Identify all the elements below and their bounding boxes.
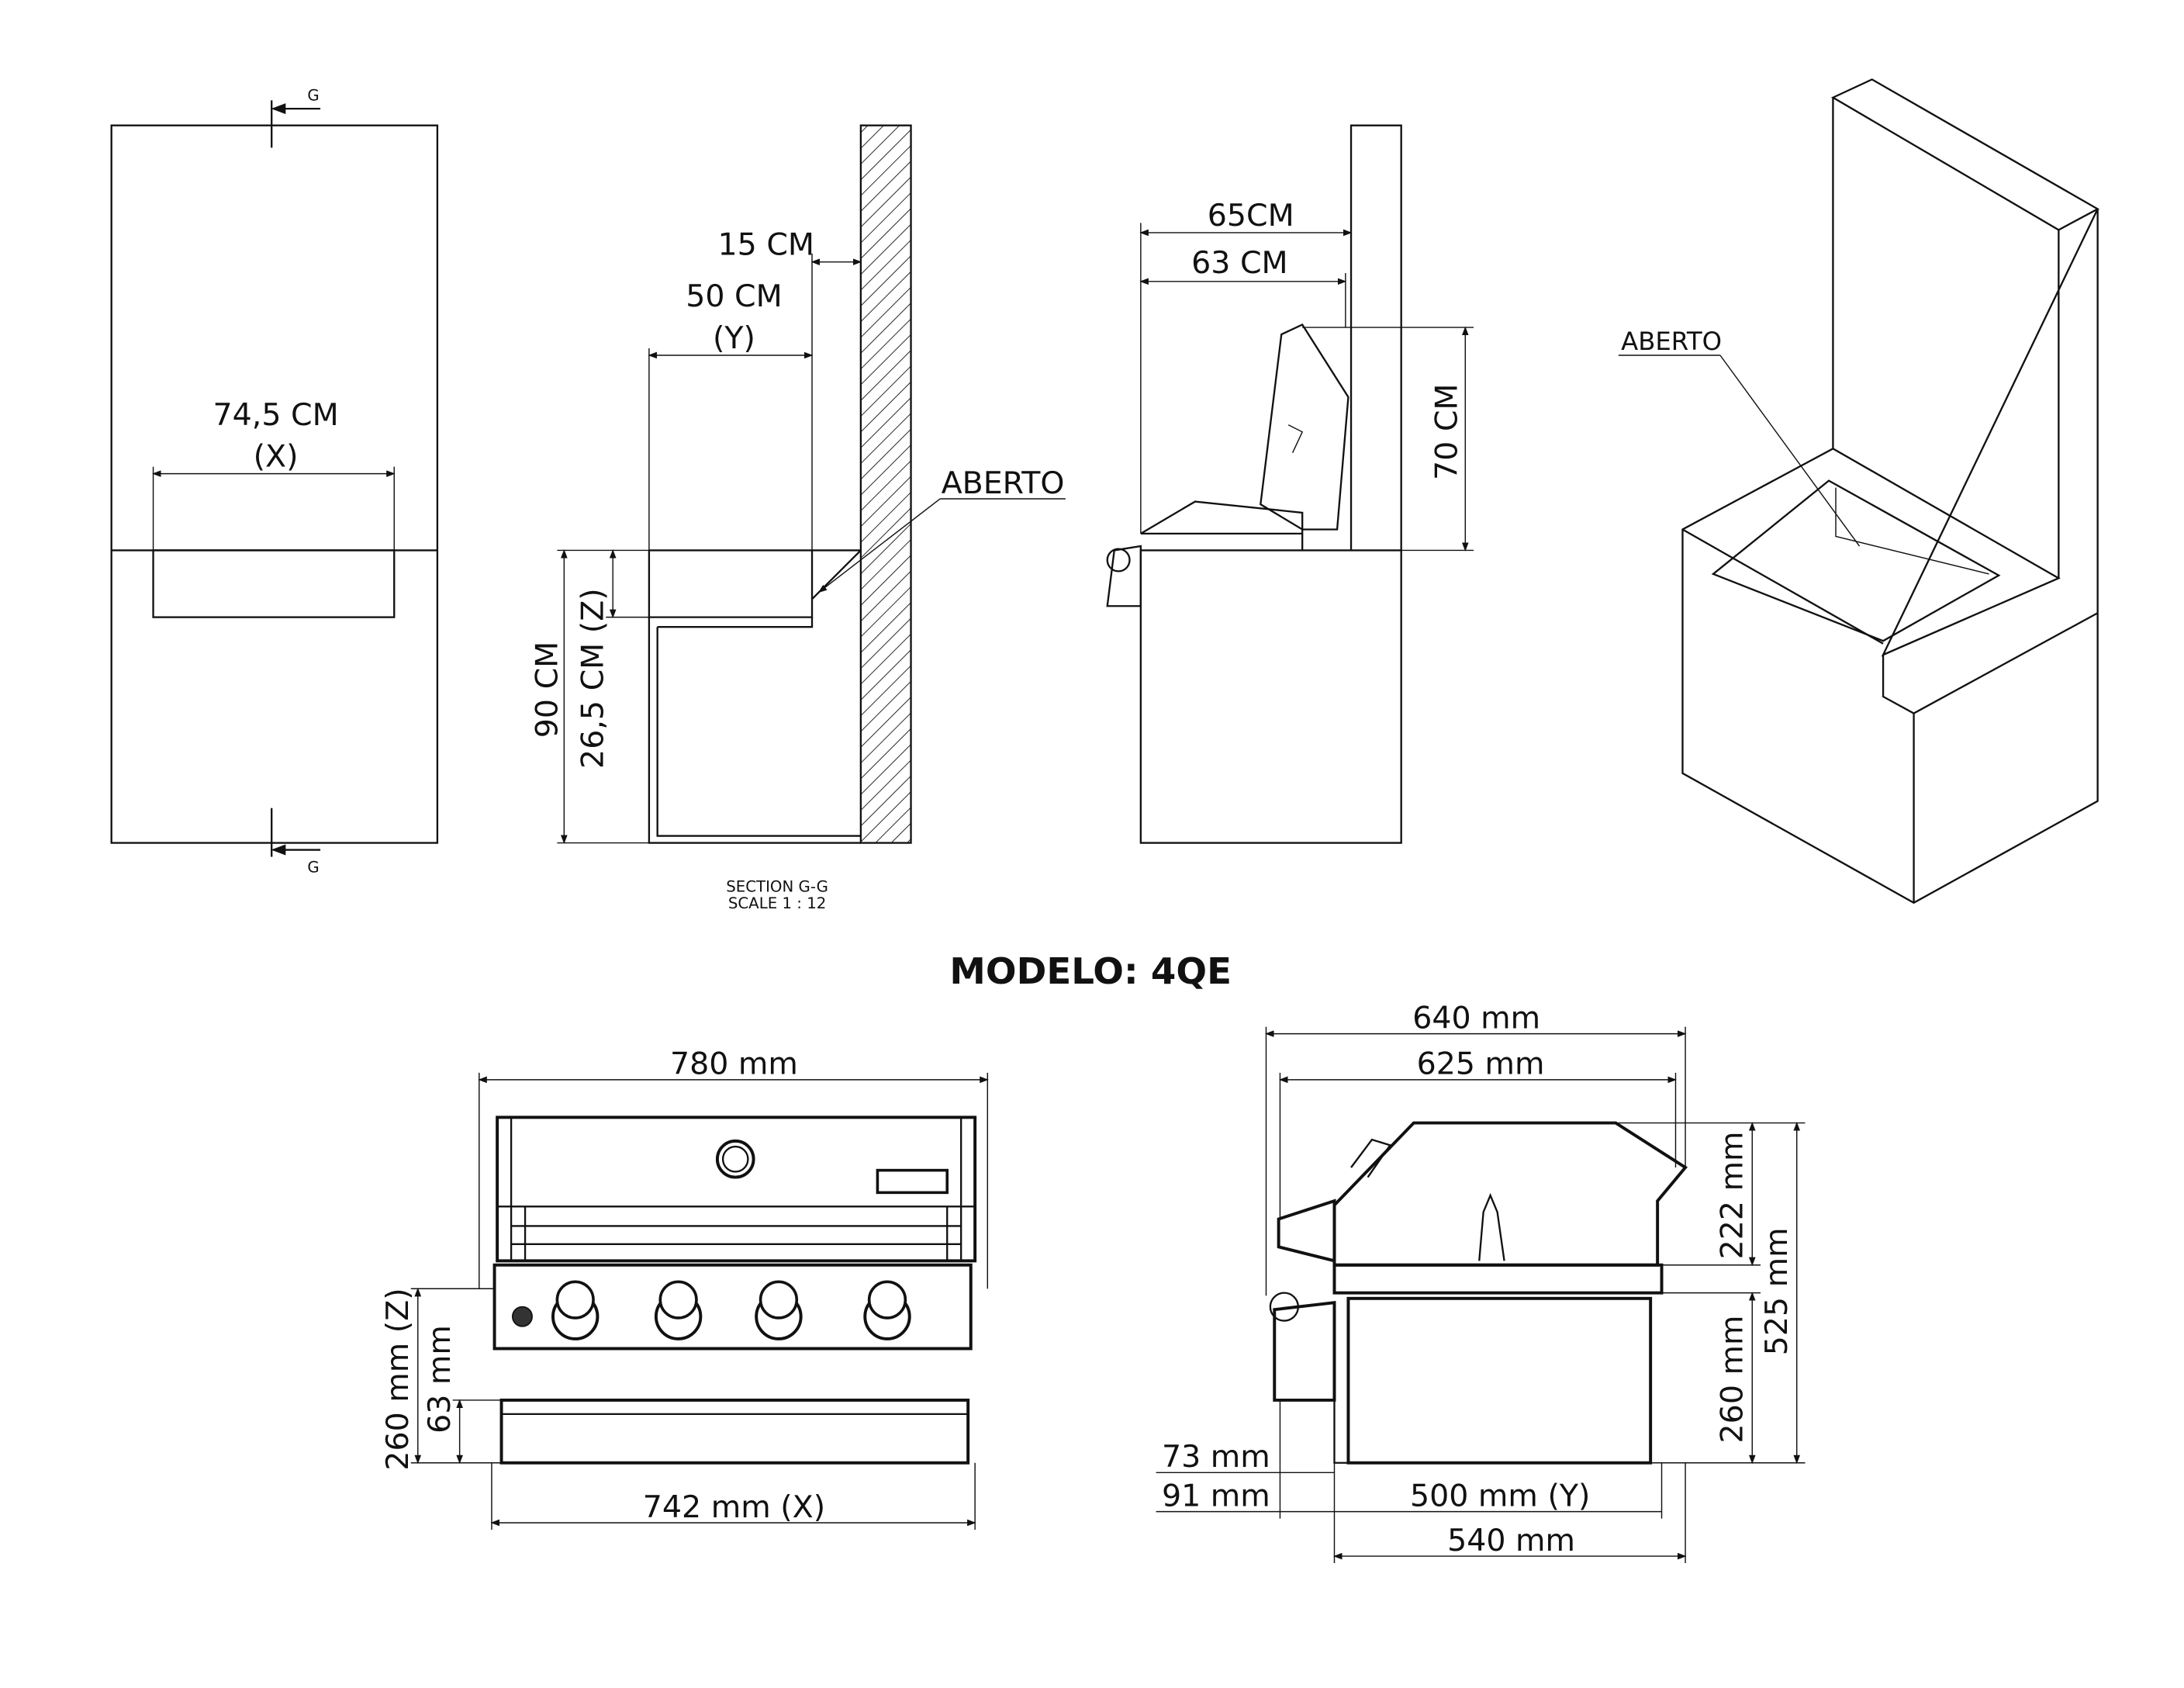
dim-525mm: 525 mm [1759,1227,1795,1355]
dim-63cm: 63 CM [1191,245,1287,281]
dim-625mm: 625 mm [1417,1046,1545,1082]
knob-1 [551,1280,600,1340]
dim-50cm: 50 CM [686,278,782,314]
width-x-label: 74,5 CM [213,397,339,433]
grill-side-view: 640 mm 625 mm 222 mm 525 mm 260 mm 73 mm… [1156,1000,1806,1564]
dim-222mm: 222 mm [1715,1131,1750,1259]
thermometer-icon [715,1139,755,1179]
dim-780mm: 780 mm [670,1046,798,1082]
dim-90cm: 90 CM [529,642,565,738]
model-title: MODELO: 4QE [949,951,1232,993]
dim-50cm-var: (Y) [713,320,755,356]
width-x-var: (X) [254,439,299,475]
dim-73mm: 73 mm [1162,1439,1270,1475]
dim-742mm: 742 mm (X) [643,1489,825,1525]
dim-65cm: 65CM [1208,198,1294,233]
igniter-button [512,1306,533,1327]
dim-500mm-y: 500 mm (Y) [1410,1478,1590,1513]
dim-540mm: 540 mm [1447,1523,1575,1558]
knob-3 [755,1280,803,1340]
grill-front-view: 780 mm 742 mm (X) 260 mm (Z) 63 mm [380,1046,989,1530]
dim-63mm: 63 mm [422,1325,458,1434]
scale-caption: SCALE 1 : 12 [728,894,827,912]
section-view: 15 CM 50 CM (Y) 90 CM 26,5 CM (Z) ABERTO… [529,124,1066,912]
knob-4 [863,1280,911,1340]
logo-badge [876,1168,949,1195]
section-mark-top: G [307,86,319,104]
knobs [551,1280,911,1340]
dim-15cm: 15 CM [718,227,814,263]
dim-260mm: 260 mm [1715,1316,1750,1444]
knob-2 [654,1280,703,1340]
section-mark-bottom: G [307,858,319,876]
isometric-view: ABERTO [1618,78,2100,905]
dim-640mm: 640 mm [1412,1000,1540,1036]
side-elevation-view: 65CM 63 CM 70 CM [1106,124,1474,844]
dim-260mm-z: 260 mm (Z) [380,1288,416,1470]
dim-26-5cm: 26,5 CM (Z) [575,588,611,769]
iso-opening-label: ABERTO [1621,327,1722,356]
opening-label: ABERTO [942,465,1065,501]
dim-91mm: 91 mm [1162,1478,1270,1513]
dim-70cm: 70 CM [1429,384,1465,480]
section-caption: SECTION G-G [726,877,828,895]
front-elevation-view: 74,5 CM (X) G G [110,86,439,876]
